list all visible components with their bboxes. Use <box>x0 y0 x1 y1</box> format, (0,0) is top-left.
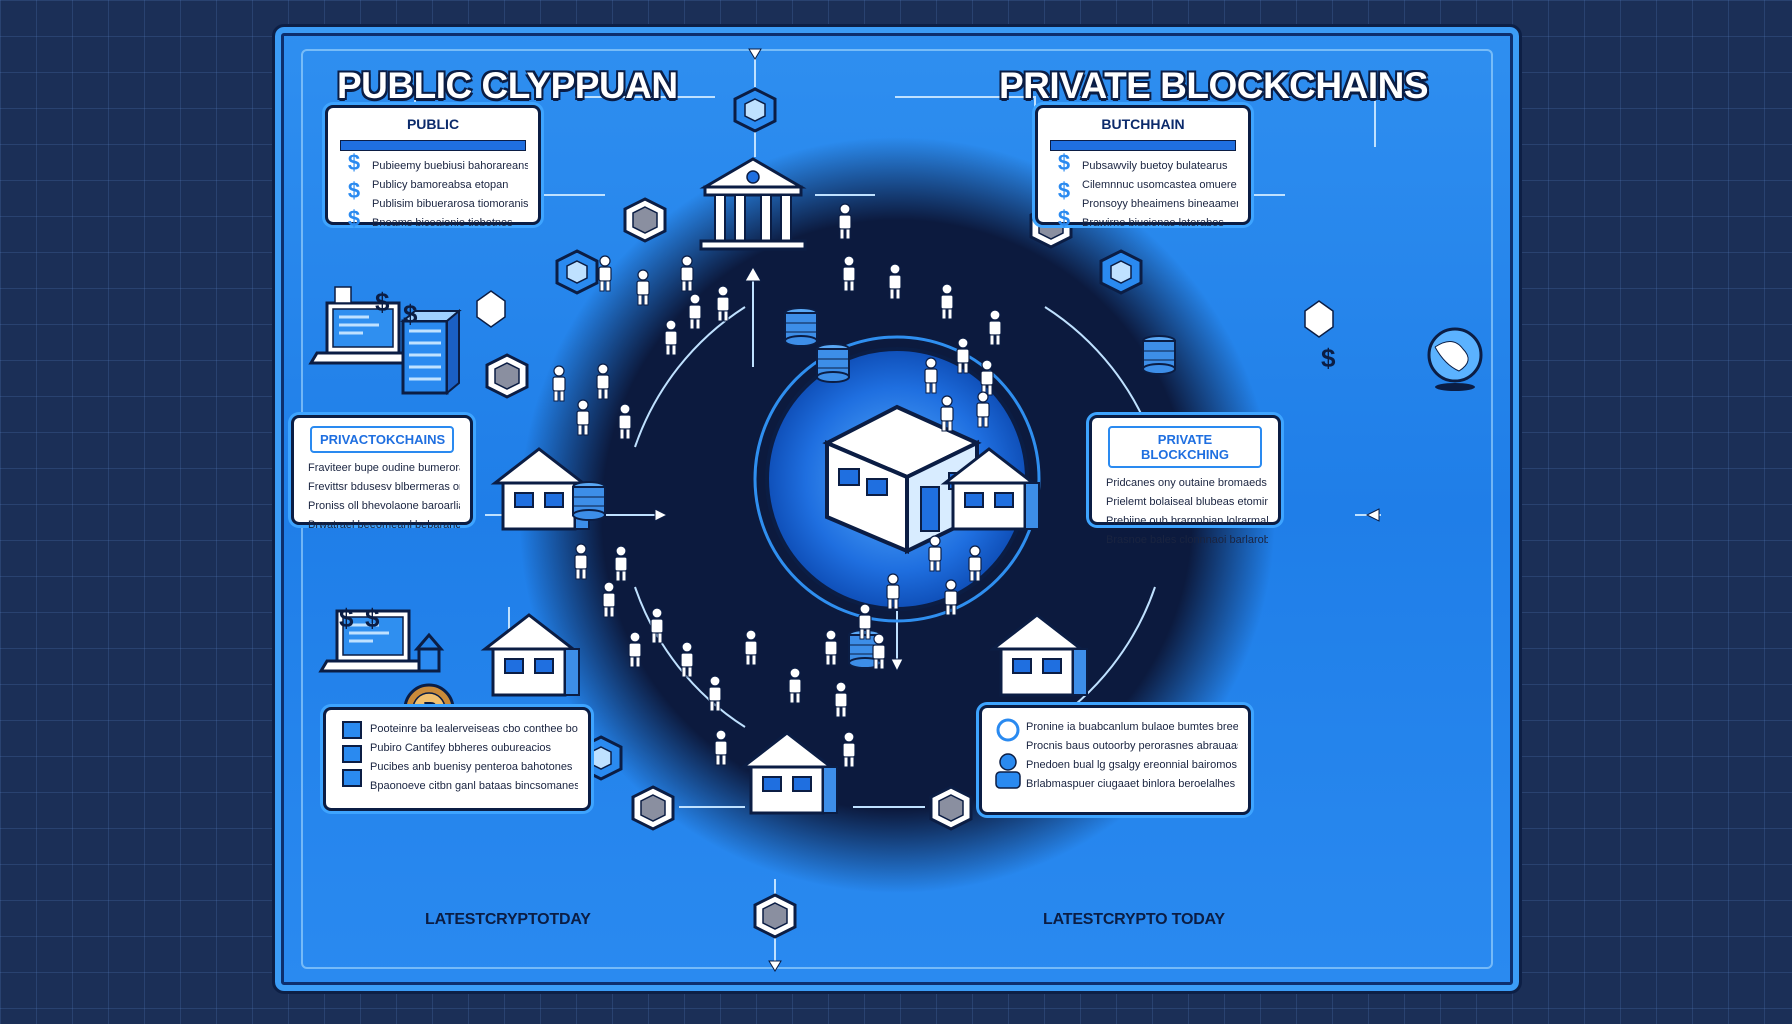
infographic-board: B <box>272 24 1522 994</box>
laptop-icon <box>309 301 417 365</box>
user-badge-icon <box>994 718 1022 798</box>
card-line: Fraviteer bupe oudine bumerorads <box>308 462 460 474</box>
bank-icon <box>699 157 807 251</box>
card-line: Pubiro Cantifey bbheres oubureacios <box>370 742 552 754</box>
card-heading: PRIVACTOKCHAINS <box>310 426 454 453</box>
card-top-right: BUTCHHAIN $$$ Pubsawvily buetoy bulatear… <box>1035 105 1251 230</box>
card-line: Frevittsr bdusesv blbermeras omhs <box>308 481 460 493</box>
document-icon <box>338 720 366 790</box>
cube-icon <box>555 249 599 295</box>
dollar-icon: $$$ <box>1057 150 1071 231</box>
cube-icon <box>733 87 777 133</box>
card-line: Bpaonoeve citbn ganl bataas bincsomanes <box>370 780 578 792</box>
footer-left: LATESTCRYPTOTDAY <box>425 911 591 928</box>
card-mid-left: PRIVACTOKCHAINS Fraviteer bupe oudine bu… <box>291 415 473 531</box>
cube-icon <box>1099 249 1143 295</box>
coin-stack-icon <box>816 343 850 383</box>
card-bar <box>340 140 526 151</box>
card-line: Pronsoyy bheaimens bineaamen <box>1082 198 1238 210</box>
cube-icon <box>623 197 667 243</box>
card-line: Proniss oll bhevolaone baroarlia <box>308 500 460 512</box>
card-bottom-right: Pronine ia buabcanlum bulaoe bumtes bree… <box>979 705 1251 815</box>
card-line: Pooteinre ba lealerveiseas cbo conthee b… <box>370 723 578 735</box>
title-right: PRIVATE BLOCKCHAINS <box>999 65 1429 106</box>
card-line: Brwatrael beeomeanl bebarances <box>308 519 460 531</box>
card-line: Publisim bibuerarosa tiomoranis <box>372 198 528 210</box>
card-line: Cilemnnuc usomcastea omuere <box>1082 179 1237 191</box>
card-bar <box>1050 140 1236 151</box>
cube-icon <box>631 785 675 831</box>
card-line: Brawirne biucionae laterabos <box>1082 217 1224 229</box>
card-line: Procnis baus outoorby perorasnes abrauaa… <box>1026 740 1238 752</box>
cube-icon <box>485 353 529 399</box>
svg-text:$: $ <box>1321 343 1336 373</box>
coin-stack-icon <box>1142 335 1176 375</box>
card-mid-right: PRIVATE BLOCKCHING Pridcanes ony outaine… <box>1089 415 1281 546</box>
cube-icon <box>753 893 797 939</box>
footer-right: LATESTCRYPTO TODAY <box>1043 911 1225 928</box>
card-top-left: PUBLIC $$$ Pubieemy buebiusi bahorareans… <box>325 105 541 230</box>
card-line: Pucibes anb buenisy penteroa bahotones <box>370 761 573 773</box>
card-line: Pronine ia buabcanlum bulaoe bumtes bree <box>1026 721 1238 733</box>
card-line: Pridcanes ony outaine bromaeds <box>1106 477 1267 489</box>
card-line: Brasnoe bales clonnnaoi barlarobes <box>1106 534 1268 546</box>
dollar-icon: $ $ $ $ $ <box>339 287 1336 633</box>
cube-icon <box>929 785 973 831</box>
card-line: Publicy bamoreabsa etopan <box>372 179 509 191</box>
network-diagram: B <box>309 48 1483 972</box>
card-line: Pnedoen bual lg gsalgy ereonnial bairomo… <box>1026 759 1237 771</box>
card-heading: PRIVATE BLOCKCHING <box>1108 426 1262 468</box>
card-line: Pubieemy buebiusi bahorareans <box>372 160 528 172</box>
coin-stack-icon <box>572 481 606 521</box>
card-heading: BUTCHHAIN <box>1101 116 1185 132</box>
card-line: Bneams biceaionie tiobotnos <box>372 217 513 229</box>
card-bottom-left: Pooteinre ba lealerveiseas cbo conthee b… <box>323 707 591 811</box>
svg-text:$: $ <box>375 287 390 317</box>
svg-text:$: $ <box>339 603 354 633</box>
svg-text:$: $ <box>365 603 380 633</box>
card-line: Prebiine oub brarnnbian lolrarmalty <box>1106 515 1268 527</box>
card-line: Brlabmaspuer ciugaaet binlora beroelalhe… <box>1026 778 1236 790</box>
house-outline-icon <box>413 632 445 673</box>
card-heading: PUBLIC <box>406 116 460 132</box>
card-line: Prielemt bolaiseal blubeas etoming <box>1106 496 1268 508</box>
coin-stack-icon <box>784 307 818 347</box>
title-left: PUBLIC CLYPPUAN <box>337 65 678 106</box>
svg-text:$: $ <box>403 299 418 329</box>
globe-icon <box>1427 327 1483 391</box>
dollar-icon: $$$ <box>347 150 361 231</box>
card-line: Pubsawvily buetoy bulatearus <box>1082 160 1228 172</box>
